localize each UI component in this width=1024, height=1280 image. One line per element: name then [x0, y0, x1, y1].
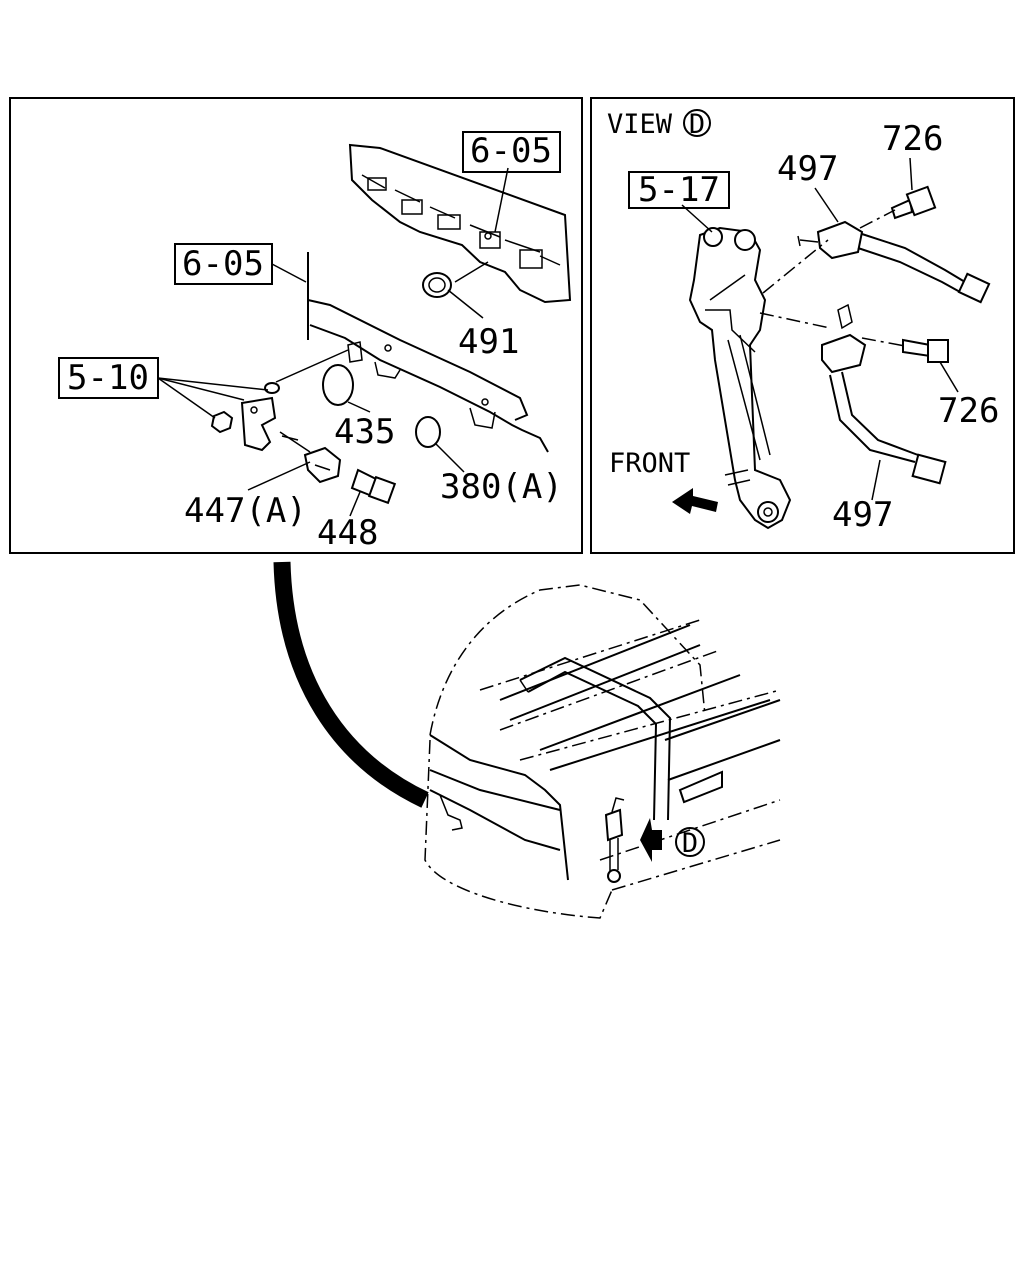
view-d-marker-circle	[675, 827, 705, 857]
bolt-448	[350, 468, 397, 505]
left-panel-frame	[9, 97, 583, 554]
callout-726-top: 726	[882, 119, 943, 159]
left-leaders	[157, 167, 509, 517]
overview-cylinder	[604, 797, 625, 883]
bolt-726-right	[902, 338, 949, 363]
switch-497-top	[797, 220, 991, 304]
callout-448: 448	[317, 513, 378, 553]
bolt-726-top	[890, 185, 937, 220]
view-d-arrow-icon	[640, 818, 662, 862]
upper-crossmember	[348, 143, 572, 304]
right-panel-frame	[590, 97, 1015, 554]
callout-top-ref: 6-05	[470, 131, 552, 171]
callout-517: 5-17	[638, 170, 720, 210]
callout-box-top-ref	[462, 131, 561, 173]
view-d-marker: D	[682, 828, 698, 859]
detail-leader-curve	[273, 561, 429, 808]
callout-box-bracket-ref	[58, 357, 159, 399]
switch-497-bottom	[821, 303, 947, 485]
callout-726-right: 726	[938, 391, 999, 431]
callout-447: 447(A)	[184, 491, 307, 531]
left-detail-panel: 6-05 6-05 5-10 491 435 380(A) 447(A) 448	[9, 97, 583, 554]
callout-bracket-ref: 5-10	[67, 358, 149, 398]
sensor-447	[279, 431, 342, 484]
view-letter-circle	[683, 109, 711, 137]
front-arrow-icon	[672, 488, 718, 514]
bracket-5-10	[210, 341, 363, 452]
lower-crossmember	[307, 252, 549, 453]
nut	[210, 410, 234, 434]
o-ring-380	[415, 416, 441, 448]
callout-435: 435	[334, 412, 395, 452]
callout-mid-ref: 6-05	[182, 244, 264, 284]
callout-497-bottom: 497	[832, 495, 893, 535]
callout-497-top: 497	[777, 149, 838, 189]
cab-overview: D	[273, 561, 781, 919]
right-detail-panel: VIEW D	[590, 97, 1015, 554]
tilt-cylinder-assembly	[688, 226, 792, 530]
callout-491: 491	[458, 322, 519, 362]
front-label: FRONT	[609, 448, 690, 479]
plug-435	[322, 364, 354, 406]
callout-box-mid-ref	[174, 243, 273, 285]
view-label: VIEW	[607, 109, 673, 140]
view-letter: D	[689, 109, 705, 140]
callout-380: 380(A)	[440, 467, 563, 507]
callout-box-517	[628, 171, 730, 209]
seal-ring-491	[422, 272, 452, 298]
washer	[264, 382, 280, 394]
